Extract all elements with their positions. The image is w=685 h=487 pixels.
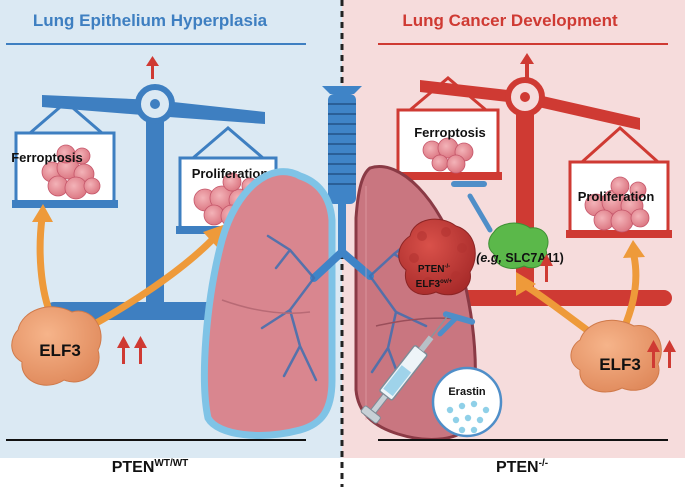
left-proliferation-label: Proliferation xyxy=(192,166,269,181)
ferroptotic-cell-cluster xyxy=(41,144,101,200)
inhibition-icon xyxy=(451,181,493,233)
erastin-label: Erastin xyxy=(448,386,486,398)
left-lung-lobe xyxy=(200,168,336,439)
right-ferroptosis-label: Ferroptosis xyxy=(414,125,486,140)
erastin-drug-icon xyxy=(431,366,503,438)
left-genotype-label: PTENWT/WT xyxy=(112,458,189,476)
up-arrow-icon xyxy=(117,336,147,364)
left-ferroptosis-label: Ferroptosis xyxy=(11,150,83,165)
tumor-cell-icon xyxy=(398,218,476,296)
ferroptotic-cell-cluster xyxy=(422,137,474,174)
proliferating-cell-cluster xyxy=(584,176,650,233)
elf3-protein-icon xyxy=(570,319,662,393)
right-title: Lung Cancer Development xyxy=(402,11,618,30)
left-elf3-label: ELF3 xyxy=(39,341,81,360)
inhibition-icon xyxy=(437,311,476,337)
up-arrow-icon xyxy=(520,53,534,78)
left-title: Lung Epithelium Hyperplasia xyxy=(33,11,268,30)
right-proliferation-label: Proliferation xyxy=(578,189,655,204)
up-arrow-icon xyxy=(647,340,676,368)
tumor-genotype-line1: PTEN-/- xyxy=(418,264,450,275)
tumor-genotype-line2: ELF3ov/+ xyxy=(416,279,453,290)
elf3-to-proliferation-arrow-right xyxy=(620,252,640,332)
up-arrow-icon xyxy=(540,254,553,282)
syringe-icon xyxy=(360,316,448,424)
right-elf3-label: ELF3 xyxy=(599,355,641,374)
up-arrow-icon xyxy=(146,56,159,79)
right-genotype-label: PTEN-/- xyxy=(496,458,548,476)
elf3-protein-icon xyxy=(11,306,102,386)
